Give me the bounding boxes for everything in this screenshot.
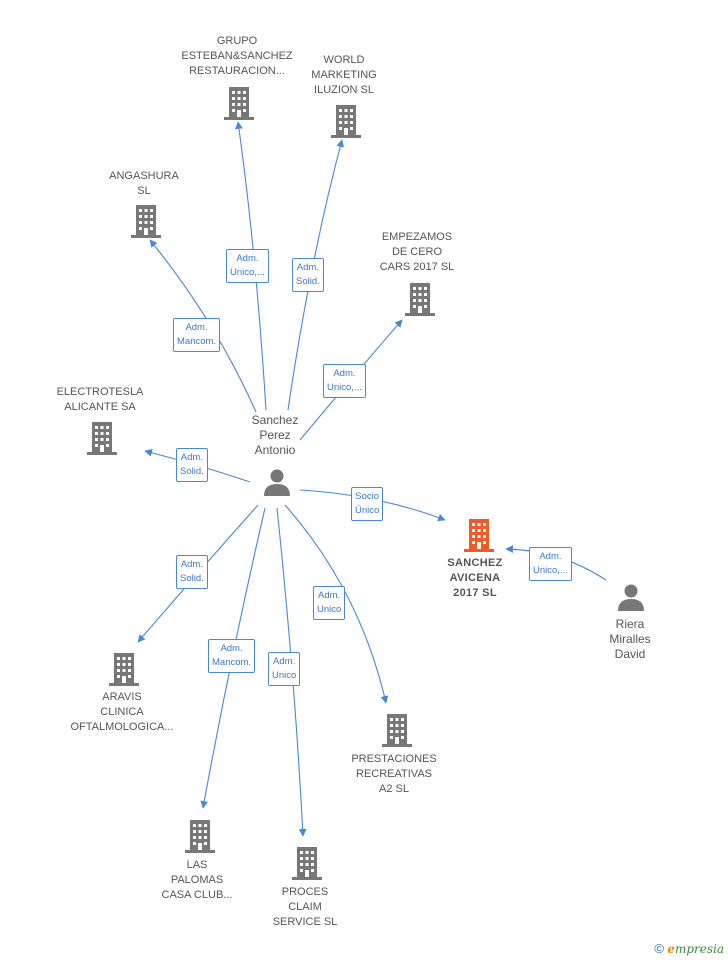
edge-label-world[interactable]: Adm.Solid.: [292, 258, 324, 292]
node-label-world[interactable]: WORLD MARKETING ILUZION SL: [311, 54, 377, 96]
node-label-sanchez-perez[interactable]: Sanchez Perez Antonio: [251, 413, 299, 457]
company-building-icon[interactable]: [85, 420, 119, 461]
edge-label-angashura[interactable]: Adm.Mancom.: [173, 318, 221, 352]
node-label-aravis[interactable]: ARAVIS CLINICA OFTALMOLOGICA...: [70, 691, 174, 733]
company-building-icon[interactable]: [403, 281, 437, 322]
person-icon[interactable]: [616, 582, 646, 617]
company-building-icon[interactable]: [380, 712, 414, 753]
edge-label-aravis[interactable]: Adm.Solid.: [176, 555, 208, 589]
company-building-icon[interactable]: [183, 818, 217, 859]
node-label-electrotesla[interactable]: ELECTROTESLA ALICANTE SA: [56, 386, 144, 413]
node-label-prestaciones[interactable]: PRESTACIONES RECREATIVAS A2 SL: [351, 753, 437, 795]
node-label-angashura[interactable]: ANGASHURA SL: [109, 170, 179, 197]
company-building-icon[interactable]: [222, 85, 256, 126]
company-building-icon[interactable]: [329, 103, 363, 144]
edge-label-las-palomas[interactable]: Adm.Mancom.: [208, 639, 256, 673]
empresia-logo: © empresia: [654, 941, 724, 956]
node-label-riera[interactable]: Riera Miralles David: [609, 617, 651, 661]
node-label-las-palomas[interactable]: LAS PALOMAS CASA CLUB...: [161, 859, 233, 901]
edge-label-electrotesla[interactable]: Adm.Solid.: [176, 448, 208, 482]
node-label-grupo[interactable]: GRUPO ESTEBAN&SANCHEZ RESTAURACION...: [181, 35, 293, 77]
edge-label-prestaciones[interactable]: Adm.Unico: [313, 586, 346, 620]
edge-label-proces[interactable]: Adm.Unico: [268, 652, 301, 686]
company-building-icon[interactable]: [290, 845, 324, 886]
edge-label-grupo[interactable]: Adm.Unico,...: [226, 249, 269, 283]
focus-company-building-icon[interactable]: [462, 517, 496, 558]
edge-label-riera[interactable]: Adm.Unico,...: [529, 547, 572, 581]
company-building-icon[interactable]: [107, 651, 141, 692]
company-building-icon[interactable]: [129, 203, 163, 244]
node-label-sanchez-avicena[interactable]: SANCHEZ AVICENA 2017 SL: [447, 557, 503, 599]
edge-label-empezamos[interactable]: Adm.Unico,...: [323, 364, 366, 398]
person-icon[interactable]: [262, 467, 292, 502]
node-label-empezamos[interactable]: EMPEZAMOS DE CERO CARS 2017 SL: [379, 231, 455, 273]
copyright-icon: ©: [654, 941, 664, 956]
node-label-proces[interactable]: PROCES CLAIM SERVICE SL: [272, 886, 338, 928]
edge-prestaciones: [284, 504, 389, 704]
